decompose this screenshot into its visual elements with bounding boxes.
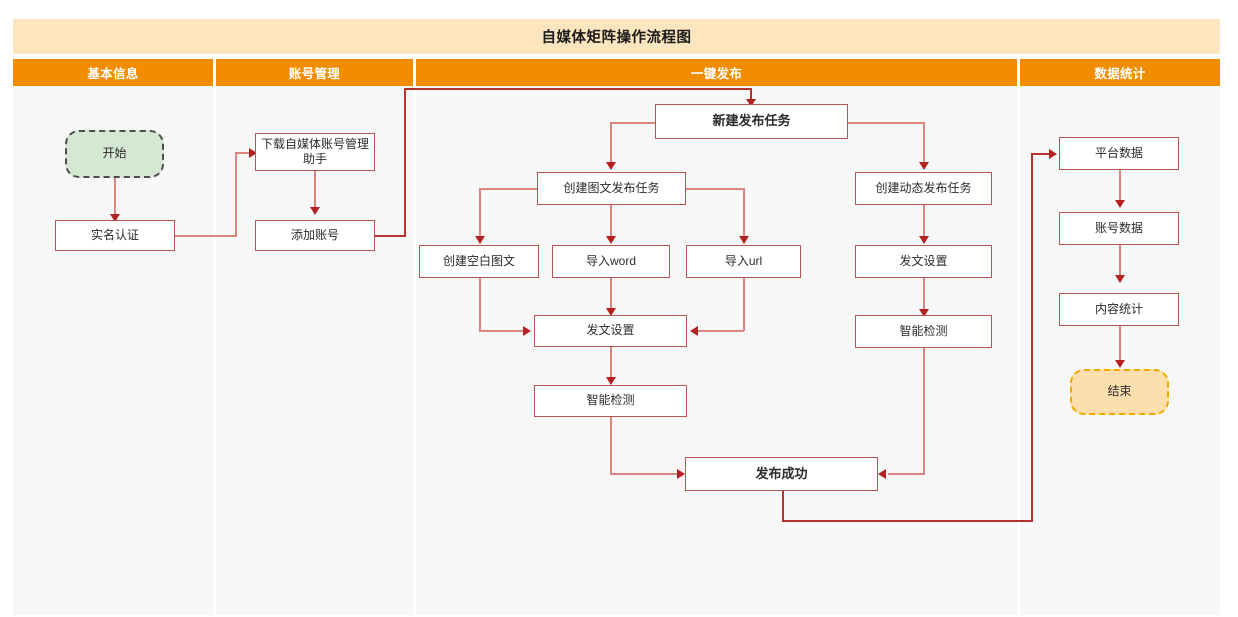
arrow-account-data-to-content-stats (1115, 275, 1125, 283)
lane-header-basic-info: 基本信息 (13, 59, 213, 86)
edge-settings-b-to-check-b (923, 278, 925, 311)
node-import-url[interactable]: 导入url (686, 245, 801, 278)
edge-check-b-to-success-seg1 (923, 348, 925, 475)
node-post-settings-a[interactable]: 发文设置 (534, 315, 687, 347)
edge-new-task-to-dynamic-seg1 (848, 122, 924, 124)
node-content-stats[interactable]: 内容统计 (1059, 293, 1179, 326)
arrow-new-task-to-imagetext (606, 162, 616, 170)
node-create-dynamic-task[interactable]: 创建动态发布任务 (855, 172, 992, 205)
lane-header-data-stats: 数据统计 (1020, 59, 1220, 86)
lane-divider-3 (1017, 86, 1020, 615)
edge-add-account-to-new-task-seg3 (404, 88, 752, 90)
edge-imagetext-to-url-seg1 (686, 188, 744, 190)
node-import-word[interactable]: 导入word (552, 245, 670, 278)
arrow-start-to-real-name-auth (110, 214, 120, 222)
node-post-settings-b[interactable]: 发文设置 (855, 245, 992, 278)
edge-imagetext-to-url-seg2 (743, 188, 745, 238)
arrow-word-to-settings (606, 308, 616, 316)
arrow-settings-b-to-check-b (919, 309, 929, 317)
arrow-imagetext-to-word (606, 236, 616, 244)
edge-url-to-settings-seg1 (743, 278, 745, 331)
arrow-dynamic-to-settings-b (919, 236, 929, 244)
arrow-content-stats-to-end (1115, 360, 1125, 368)
lane-divider-1 (213, 86, 216, 615)
edge-platform-to-account-data (1119, 170, 1121, 202)
edge-account-data-to-content-stats (1119, 245, 1121, 277)
node-add-account[interactable]: 添加账号 (255, 220, 375, 251)
node-create-blank-doc[interactable]: 创建空白图文 (419, 245, 539, 278)
edge-blank-to-settings-seg2 (479, 330, 525, 332)
arrow-helper-to-add-account (310, 207, 320, 215)
arrow-new-task-to-dynamic (919, 162, 929, 170)
arrow-check-a-to-success (677, 469, 685, 479)
edge-imagetext-to-blank-seg2 (479, 188, 481, 238)
arrow-imagetext-to-blank (475, 236, 485, 244)
edge-check-a-to-success-seg1 (610, 417, 612, 475)
node-smart-check-b[interactable]: 智能检测 (855, 315, 992, 348)
arrow-url-to-settings (690, 326, 698, 336)
edge-check-b-to-success-seg2 (888, 473, 924, 475)
edge-auth-to-helper-seg1 (175, 235, 236, 237)
edge-helper-to-add-account (314, 171, 316, 209)
edge-add-account-to-new-task-seg2 (404, 88, 406, 236)
edge-imagetext-to-word (610, 205, 612, 238)
edge-check-a-to-success-seg2 (610, 473, 679, 475)
edge-imagetext-to-blank-seg1 (479, 188, 537, 190)
node-download-helper[interactable]: 下载自媒体账号管理助手 (255, 133, 375, 171)
edge-success-to-platform-seg1 (782, 491, 784, 521)
node-smart-check-a[interactable]: 智能检测 (534, 385, 687, 417)
edge-url-to-settings-seg2 (698, 330, 744, 332)
arrow-platform-to-account-data (1115, 200, 1125, 208)
arrow-blank-to-settings (523, 326, 531, 336)
lane-divider-2 (413, 86, 416, 615)
edge-success-to-platform-seg3 (1031, 153, 1033, 521)
edge-dynamic-to-settings-b (923, 205, 925, 238)
diagram-title: 自媒体矩阵操作流程图 (13, 19, 1220, 54)
edge-new-task-to-dynamic-seg2 (923, 122, 925, 164)
node-publish-success[interactable]: 发布成功 (685, 457, 878, 491)
arrow-success-to-platform (1049, 149, 1057, 159)
edge-success-to-platform-seg4 (1031, 153, 1052, 155)
edge-add-account-to-new-task-seg1 (375, 235, 406, 237)
node-real-name-auth[interactable]: 实名认证 (55, 220, 175, 251)
edge-add-account-to-new-task-seg4 (750, 88, 752, 103)
node-new-publish-task[interactable]: 新建发布任务 (655, 104, 848, 139)
node-account-data[interactable]: 账号数据 (1059, 212, 1179, 245)
node-end[interactable]: 结束 (1070, 369, 1169, 415)
edge-new-task-to-imagetext-seg1 (610, 122, 655, 124)
lane-header-account-mgmt: 账号管理 (216, 59, 413, 86)
node-platform-data[interactable]: 平台数据 (1059, 137, 1179, 170)
arrow-check-b-to-success (878, 469, 886, 479)
node-start[interactable]: 开始 (65, 130, 164, 178)
edge-content-stats-to-end (1119, 326, 1121, 362)
edge-new-task-to-imagetext-seg2 (610, 122, 612, 164)
arrow-settings-a-to-check-a (606, 377, 616, 385)
node-create-image-text-task[interactable]: 创建图文发布任务 (537, 172, 686, 205)
arrow-auth-to-helper (249, 148, 257, 158)
edge-start-to-real-name-auth (114, 178, 116, 216)
arrow-imagetext-to-url (739, 236, 749, 244)
edge-auth-to-helper-seg3 (235, 152, 252, 154)
edge-success-to-platform-seg2 (782, 520, 1033, 522)
edge-settings-a-to-check-a (610, 347, 612, 379)
arrow-add-account-to-new-task (746, 99, 756, 107)
edge-blank-to-settings-seg1 (479, 278, 481, 331)
lane-header-one-click-publish: 一键发布 (416, 59, 1017, 86)
edge-word-to-settings (610, 278, 612, 310)
edge-auth-to-helper-seg2 (235, 152, 237, 237)
